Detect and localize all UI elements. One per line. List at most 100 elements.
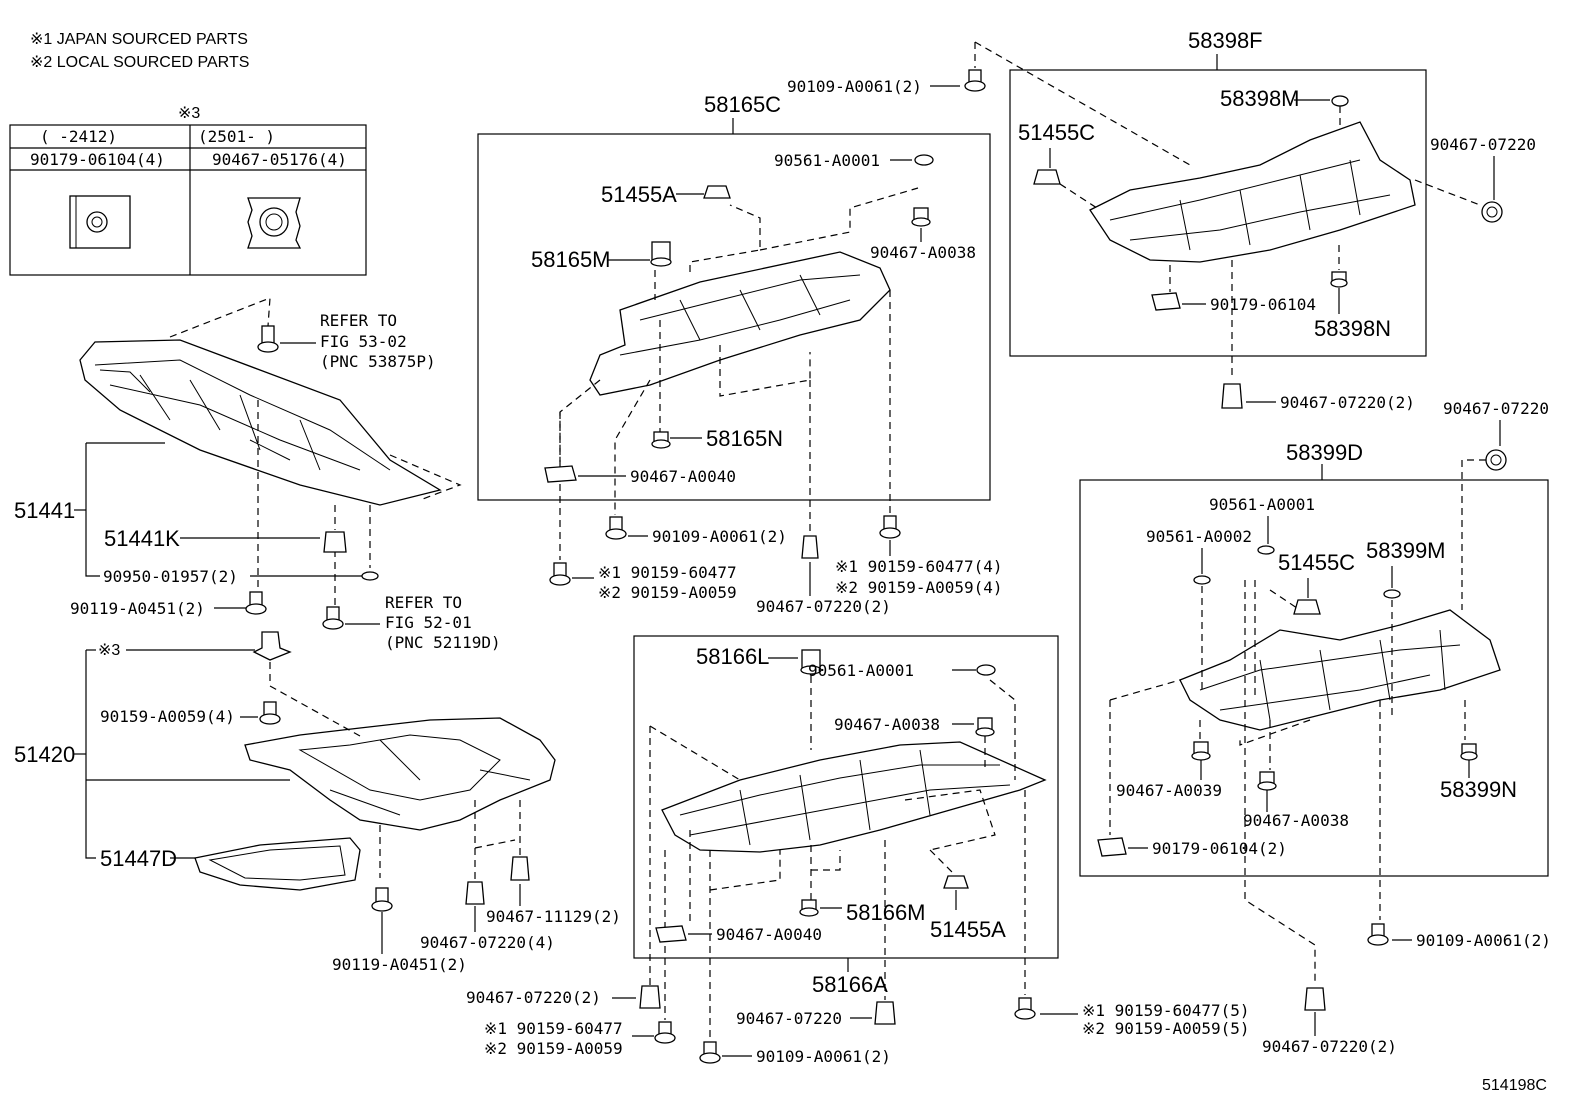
label-90467-11129: 90467-11129(2) — [486, 907, 621, 926]
part-58399D-cover — [1179, 609, 1501, 731]
bolt-icon — [605, 516, 627, 540]
refer-label-2-fig: FIG 52-01 — [385, 613, 472, 632]
refer-label-2-pnc: (PNC 52119D) — [385, 633, 501, 652]
box-58165C — [477, 133, 991, 501]
label-90159-a0059-b: ※2 90159-A0059 — [484, 1039, 623, 1058]
refer-label-2: REFER TO — [385, 593, 462, 612]
part-51441-cover — [79, 339, 442, 506]
box-58399D — [1079, 479, 1549, 877]
nut-icon — [1330, 271, 1348, 288]
bolt-icon — [259, 701, 281, 725]
label-51455C-a: 51455C — [1018, 120, 1095, 145]
label-51441: 51441 — [14, 498, 75, 523]
nut-clip-icon — [1151, 292, 1181, 311]
label-58166A: 58166A — [812, 972, 888, 997]
label-90561-a0001-b: 90561-A0001 — [1209, 495, 1315, 514]
label-90467-a0038-b: 90467-A0038 — [834, 715, 940, 734]
clip-icon — [703, 185, 731, 199]
grommet-icon — [799, 899, 819, 917]
clip-icon — [323, 531, 347, 553]
nut-icon — [975, 717, 995, 737]
clip-icon — [1481, 201, 1503, 223]
label-90179-06104-2: 90179-06104(2) — [1152, 839, 1287, 858]
washer-icon — [1193, 575, 1211, 585]
label-51447D: 51447D — [100, 846, 177, 871]
washer-icon — [914, 154, 934, 166]
clip-icon — [639, 985, 661, 1009]
washer-icon — [976, 664, 996, 676]
washer-icon — [361, 571, 379, 581]
note-local-sourced: ※2 LOCAL SOURCED PARTS — [30, 54, 249, 71]
refer-label-1-pnc: (PNC 53875P) — [320, 352, 436, 371]
label-90467-07220-2c: 90467-07220(2) — [466, 988, 601, 1007]
label-90467-07220-2d: 90467-07220(2) — [1262, 1037, 1397, 1056]
box-58166A — [633, 635, 1059, 959]
label-90467-a0040-b: 90467-A0040 — [716, 925, 822, 944]
grommet-icon — [650, 241, 672, 267]
label-90179-06104: 90179-06104 — [1210, 295, 1316, 314]
label-90109-a0061-c: 90109-A0061(2) — [1416, 931, 1551, 950]
nut-icon — [1191, 741, 1211, 761]
label-51455C-b: 51455C — [1278, 550, 1355, 575]
label-58398M: 58398M — [1220, 86, 1300, 111]
label-58166M: 58166M — [846, 900, 926, 925]
label-90467-07220-4: 90467-07220(4) — [420, 933, 555, 952]
grommet-icon — [651, 431, 671, 449]
clip-icon — [801, 535, 819, 559]
label-90159-a0059-a: ※2 90159-A0059 — [598, 583, 737, 602]
label-90467-07220-2a: 90467-07220(2) — [1280, 393, 1415, 412]
part-58165C-cover — [589, 251, 891, 396]
label-90159-60477-5: ※1 90159-60477(5) — [1082, 1001, 1250, 1020]
part-51447D — [194, 837, 361, 891]
label-90159-a0059-5: ※2 90159-A0059(5) — [1082, 1019, 1250, 1038]
label-58399N: 58399N — [1440, 777, 1517, 802]
bolt-icon — [654, 1021, 676, 1044]
nut-icon — [1460, 743, 1478, 761]
nut-clip-icon — [544, 465, 577, 483]
table-col2-part: 90467-05176(4) — [212, 150, 347, 169]
label-90119-a0451-a: 90119-A0451(2) — [70, 599, 205, 618]
table-col1-part: 90179-06104(4) — [30, 150, 165, 169]
bolt-icon — [1367, 923, 1389, 946]
table-mark: ※3 — [178, 105, 200, 122]
bolt-icon — [257, 325, 279, 353]
table-col1-range: ( -2412) — [40, 127, 117, 146]
label-58398N: 58398N — [1314, 316, 1391, 341]
label-90467-a0039: 90467-A0039 — [1116, 781, 1222, 800]
clip-icon — [252, 631, 292, 661]
clip-icon — [1033, 169, 1061, 185]
washer-icon — [1331, 95, 1349, 107]
nut-clip-icon — [655, 925, 687, 943]
bolt-icon — [699, 1041, 721, 1064]
bolt-icon — [964, 69, 986, 92]
label-90467-07220-b: 90467-07220 — [1443, 399, 1549, 418]
label-58399D: 58399D — [1286, 440, 1363, 465]
figure-code: 514198C — [1482, 1077, 1547, 1094]
bolt-icon — [879, 515, 901, 539]
clip-icon — [1221, 383, 1243, 409]
washer-icon — [1257, 545, 1275, 555]
clip-icon — [1293, 599, 1321, 615]
clip-icon — [943, 875, 969, 889]
bolt-icon — [322, 606, 344, 630]
refer-label-1-fig: FIG 53-02 — [320, 332, 407, 351]
bolt-icon — [245, 591, 267, 615]
nut-icon — [1257, 771, 1277, 791]
nut-clip-icon — [1097, 837, 1127, 857]
label-58398F: 58398F — [1188, 28, 1263, 53]
label-90561-a0002: 90561-A0002 — [1146, 527, 1252, 546]
variant-table: ※3 ( -2412) (2501- ) 90179-06104(4) 9046… — [9, 105, 367, 276]
label-90119-a0451-b: 90119-A0451(2) — [332, 955, 467, 974]
label-90561-a0001-a: 90561-A0001 — [774, 151, 880, 170]
part-58398F-cover — [1089, 121, 1416, 263]
bolt-icon — [371, 887, 393, 912]
label-51455A-a: 51455A — [601, 182, 677, 207]
label-90109-a0061-d: 90109-A0061(2) — [756, 1047, 891, 1066]
label-90467-07220-2b: 90467-07220(2) — [756, 597, 891, 616]
part-51420-cover — [244, 717, 556, 831]
label-90467-07220-a: 90467-07220 — [1430, 135, 1536, 154]
label-90159-60477-b: ※1 90159-60477 — [484, 1019, 623, 1038]
refer-label-1: REFER TO — [320, 311, 397, 330]
label-90467-a0040-a: 90467-A0040 — [630, 467, 736, 486]
clip-icon — [510, 856, 530, 881]
